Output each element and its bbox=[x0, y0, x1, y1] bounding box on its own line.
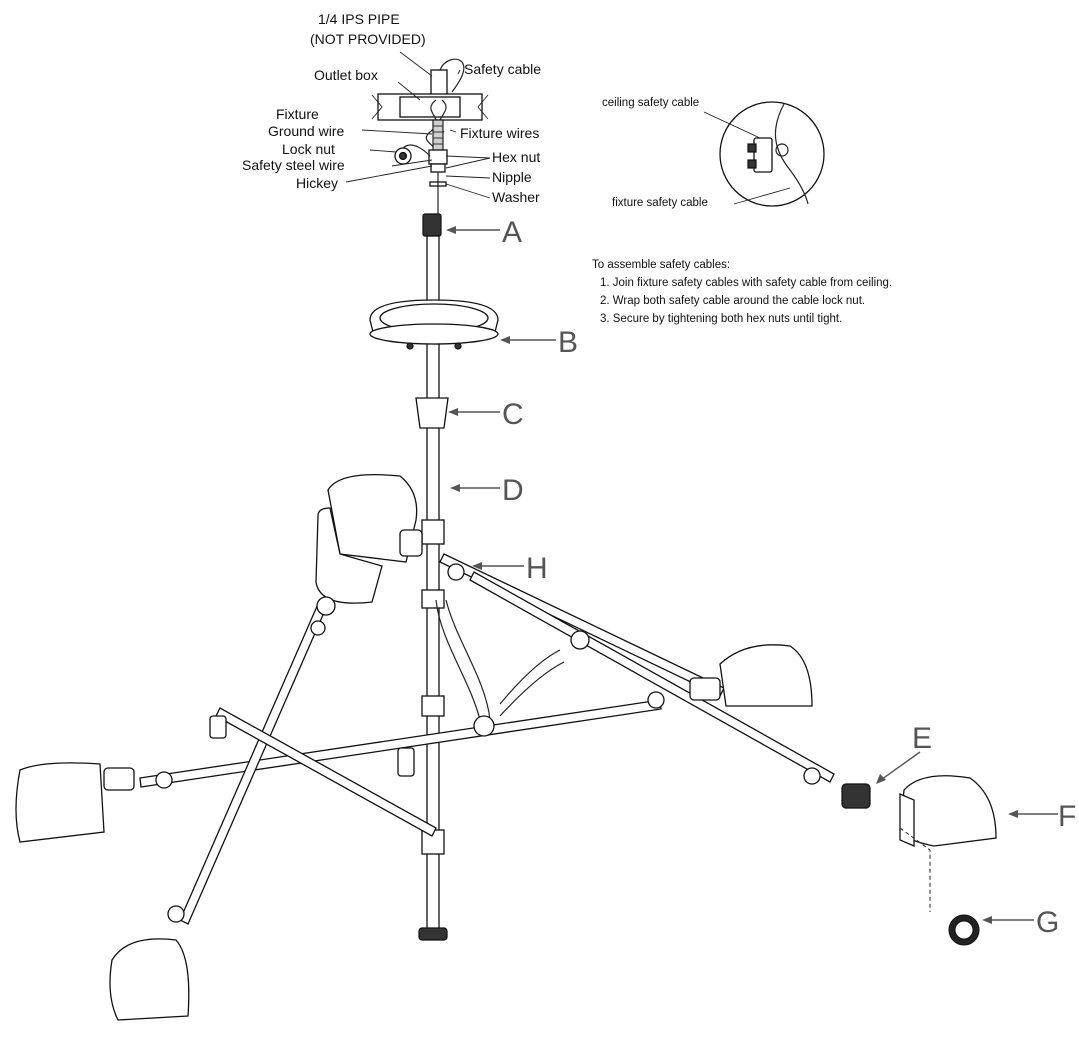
part-arrows bbox=[446, 226, 1058, 924]
label-hex-nut: Hex nut bbox=[492, 149, 540, 165]
arms bbox=[139, 553, 835, 925]
assembly-instructions: To assemble safety cables: 1. Join fixtu… bbox=[592, 259, 892, 325]
part-label-d: D bbox=[502, 474, 524, 507]
label-pipe-line1: 1/4 IPS PIPE bbox=[318, 11, 400, 27]
instruction-step-1: 1. Join fixture safety cables with safet… bbox=[600, 277, 892, 289]
label-ceiling-safety-cable: ceiling safety cable bbox=[602, 97, 699, 109]
safety-cable-detail bbox=[703, 101, 825, 207]
part-label-c: C bbox=[502, 398, 524, 431]
part-label-e: E bbox=[912, 722, 932, 755]
label-outlet-box: Outlet box bbox=[314, 67, 378, 83]
label-fixture: Fixture bbox=[276, 106, 319, 122]
part-label-b: B bbox=[558, 326, 578, 359]
label-fixture-wires: Fixture wires bbox=[460, 125, 539, 141]
label-hickey: Hickey bbox=[296, 175, 338, 191]
instruction-step-2: 2. Wrap both safety cable around the cab… bbox=[600, 295, 865, 307]
part-letters: A B C D H E F G bbox=[502, 216, 1076, 939]
label-nipple: Nipple bbox=[492, 169, 532, 185]
leader-lines bbox=[345, 51, 491, 199]
label-lock-nut: Lock nut bbox=[282, 141, 335, 157]
part-label-f: F bbox=[1058, 800, 1076, 833]
instructions-heading: To assemble safety cables: bbox=[592, 259, 730, 271]
label-ground-wire: Ground wire bbox=[268, 123, 344, 139]
label-safety-cable: Safety cable bbox=[464, 61, 541, 77]
part-label-a: A bbox=[502, 216, 522, 249]
part-label-h: H bbox=[526, 552, 548, 585]
label-safety-steel-wire: Safety steel wire bbox=[242, 157, 345, 173]
detail-labels: ceiling safety cable fixture safety cabl… bbox=[602, 97, 708, 209]
down-rod bbox=[369, 213, 499, 941]
label-pipe-line2: (NOT PROVIDED) bbox=[310, 31, 426, 47]
part-label-g: G bbox=[1036, 906, 1059, 939]
hardware-labels: 1/4 IPS PIPE (NOT PROVIDED) Safety cable… bbox=[242, 11, 541, 205]
instruction-step-3: 3. Secure by tightening both hex nuts un… bbox=[600, 313, 842, 325]
shades bbox=[15, 473, 997, 1021]
label-washer: Washer bbox=[492, 189, 540, 205]
label-fixture-safety-cable: fixture safety cable bbox=[612, 197, 708, 209]
mounting-hardware bbox=[371, 58, 489, 214]
